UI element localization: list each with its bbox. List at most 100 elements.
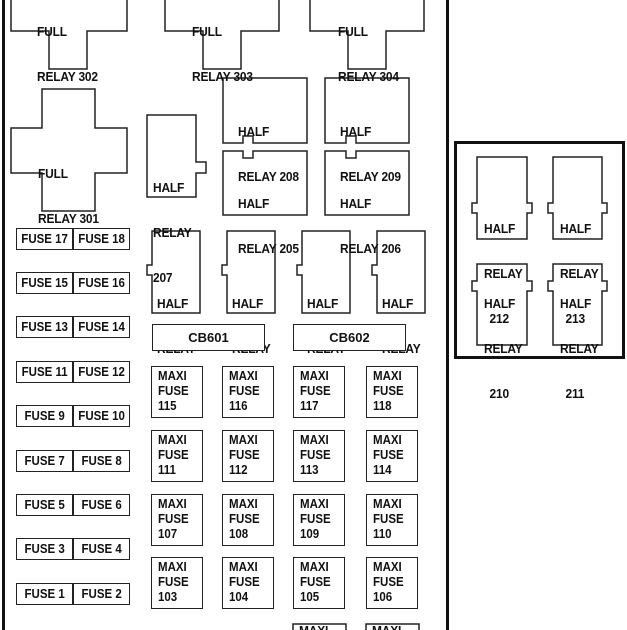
half-relay-211-label: HALF RELAY 211	[560, 266, 599, 431]
maxi-fuse: MAXI FUSE 115	[151, 366, 203, 418]
half-relay-206-line2: RELAY 206	[340, 241, 401, 256]
auxiliary-relay-panel	[454, 141, 625, 359]
full-relay-303-outline	[164, 0, 280, 70]
maxi-fuse: MAXI FUSE 107	[151, 494, 203, 546]
maxi-fuse-label: MAXI FUSE 108	[229, 497, 260, 541]
partial-maxi-fuse-right-outline	[365, 623, 420, 630]
half-relay-210-label: HALF RELAY 210	[484, 266, 523, 431]
maxi-fuse-label: MAXI FUSE 105	[300, 560, 331, 604]
half-relay-209-outline	[324, 77, 410, 144]
fuse-divider	[72, 495, 74, 515]
full-relay-301-line1: FULL	[38, 166, 68, 181]
maxi-fuse: MAXI FUSE 112	[222, 430, 274, 482]
full-relay-301-line2: RELAY 301	[38, 211, 99, 226]
fuse-label-right: FUSE 12	[78, 365, 125, 379]
half-relay-210-outline	[471, 263, 533, 346]
maxi-fuse: MAXI FUSE 108	[222, 494, 274, 546]
half-relay-201-line1: HALF	[157, 296, 189, 311]
fuse-label-right: FUSE 16	[78, 276, 125, 290]
half-relay-208-line1: HALF	[238, 124, 270, 139]
fuse-label-left: FUSE 15	[21, 276, 68, 290]
half-relay-213-outline	[547, 156, 608, 240]
fuse-label-left: FUSE 1	[24, 587, 65, 601]
maxi-fuse-label: MAXI FUSE 110	[373, 497, 404, 541]
fuse-label-right: FUSE 4	[81, 542, 122, 556]
half-relay-204-outline	[371, 230, 426, 314]
fuse-divider	[72, 317, 74, 337]
maxi-fuse-label: MAXI FUSE 117	[300, 369, 331, 413]
full-relay-304-outline	[309, 0, 425, 70]
fuse-divider	[72, 584, 74, 604]
maxi-fuse: MAXI FUSE 118	[366, 366, 418, 418]
full-relay-304-label: FULL RELAY 304	[338, 0, 399, 114]
maxi-fuse: MAXI FUSE 113	[293, 430, 345, 482]
maxi-fuse-label: MAXI FUSE 103	[158, 560, 189, 604]
half-relay-208-label: HALF RELAY 208	[238, 94, 299, 214]
half-relay-207-label: HALF RELAY 207	[153, 150, 192, 315]
half-relay-212-outline	[471, 156, 533, 240]
half-relay-207-line2: RELAY	[153, 225, 192, 240]
half-relay-207-line1: HALF	[153, 180, 185, 195]
fuse-label-left: FUSE 3	[24, 542, 65, 556]
fuse-label-right: FUSE 10	[78, 409, 125, 423]
half-relay-210-line3: 210	[489, 386, 510, 401]
full-relay-304-line1: FULL	[338, 24, 368, 39]
maxi-fuse: MAXI FUSE 105	[293, 557, 345, 609]
half-relay-213-line1: HALF	[560, 221, 592, 236]
half-relay-206-line1: HALF	[340, 196, 372, 211]
full-relay-302-line1: FULL	[37, 24, 67, 39]
half-relay-205-outline	[222, 150, 308, 216]
half-relay-211-line3: 211	[565, 386, 585, 401]
maxi-fuse: MAXI FUSE 106	[366, 557, 418, 609]
maxi-fuse-label: MAXI FUSE 115	[158, 369, 189, 413]
fuse-label-left: FUSE 17	[21, 232, 68, 246]
full-relay-303-line1: FULL	[192, 24, 222, 39]
fuse-divider	[72, 273, 74, 293]
half-relay-205-line2: RELAY 205	[238, 241, 299, 256]
half-relay-209-label: HALF RELAY 209	[340, 94, 401, 214]
full-relay-301-label: FULL RELAY 301	[38, 136, 99, 256]
maxi-fuse-label: MAXI FUSE 113	[300, 433, 331, 477]
fuse-divider	[72, 406, 74, 426]
half-relay-203-outline	[296, 230, 351, 314]
half-relay-202-line1: HALF	[232, 296, 264, 311]
fuse-label-right: FUSE 14	[78, 320, 125, 334]
half-relay-213-line2: RELAY	[560, 266, 599, 281]
half-relay-211-line2: RELAY	[560, 341, 599, 356]
half-relay-206-label: HALF RELAY 206	[340, 166, 401, 286]
fuse-label-right: FUSE 18	[78, 232, 125, 246]
half-relay-211-outline	[547, 263, 608, 346]
circuit-breaker-cb601: CB601	[152, 324, 265, 351]
half-relay-213-line3: 213	[565, 311, 586, 326]
maxi-fuse: MAXI FUSE 111	[151, 430, 203, 482]
fuse-pair: FUSE 3 FUSE 4	[16, 538, 130, 560]
fuse-divider	[72, 539, 74, 559]
maxi-fuse: MAXI FUSE 110	[366, 494, 418, 546]
half-relay-209-line2: RELAY 209	[340, 169, 401, 184]
full-relay-302-label: FULL RELAY 302	[37, 0, 98, 114]
fuse-divider	[72, 229, 74, 249]
maxi-fuse-label: MAXI FUSE 106	[373, 560, 404, 604]
fuse-pair: FUSE 15 FUSE 16	[16, 272, 130, 294]
fuse-divider	[72, 451, 74, 471]
fuse-label-left: FUSE 7	[24, 454, 65, 468]
maxi-fuse-label: MAXI FUSE 118	[373, 369, 404, 413]
fuse-pair: FUSE 17 FUSE 18	[16, 228, 130, 250]
half-relay-208-line2: RELAY 208	[238, 169, 299, 184]
fuse-divider	[72, 362, 74, 382]
full-relay-303-line2: RELAY 303	[192, 69, 253, 84]
fuse-pair: FUSE 7 FUSE 8	[16, 450, 130, 472]
maxi-fuse-label: MAXI FUSE 109	[300, 497, 331, 541]
maxi-fuse: MAXI FUSE 109	[293, 494, 345, 546]
half-relay-208-outline	[222, 77, 308, 144]
maxi-fuse-label: MAXI FUSE 111	[158, 433, 189, 477]
half-relay-201-outline	[146, 230, 201, 314]
circuit-breaker-cb602: CB602	[293, 324, 406, 351]
fuse-label-right: FUSE 8	[81, 454, 122, 468]
